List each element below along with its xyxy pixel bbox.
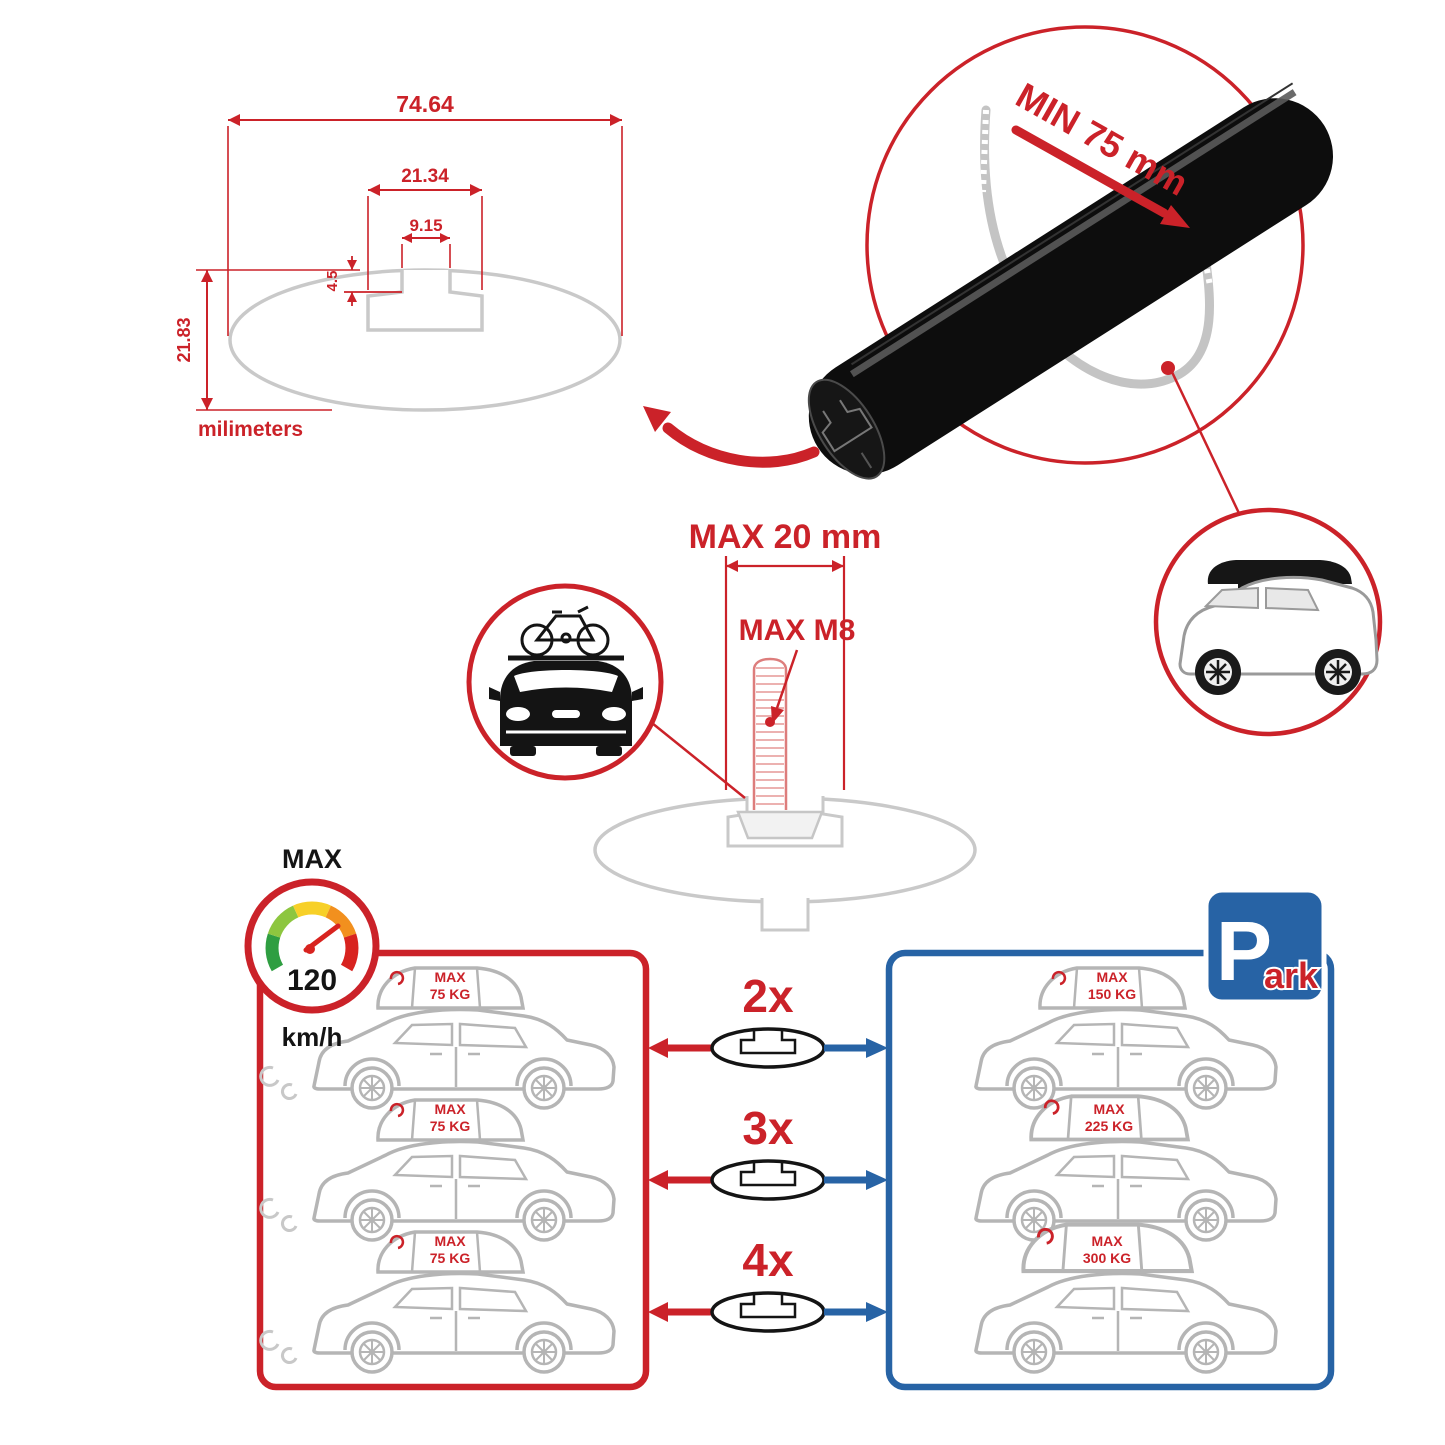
max-thread-arrow	[765, 649, 799, 727]
max-thread-label: MAX M8	[739, 614, 856, 647]
dim-units-label: milimeters	[198, 418, 303, 441]
dim-channel-width-label: 21.34	[401, 166, 449, 187]
parking-panel: MAX 150 KG MAX 225 KG MAX 300 KG P ark	[885, 887, 1335, 1391]
arrow-left-icon	[648, 1170, 668, 1190]
cargo-max-label: MAX	[1093, 1101, 1125, 1117]
cargo-max-label: MAX	[434, 1233, 466, 1249]
dim-total-height-label: 21.83	[174, 317, 194, 362]
arrow-right-icon	[866, 1170, 888, 1190]
parking-sign-suffix: ark	[1264, 955, 1319, 996]
arrow-left-icon	[648, 1302, 668, 1322]
dim-slot-depth-label: 4.5	[324, 271, 341, 292]
cargo-max-label: MAX	[434, 969, 466, 985]
zoom-circle	[865, 25, 1305, 465]
dimension-diagram: 74.64 21.34 9.15 4.5 21.83 milimeters	[174, 91, 623, 441]
dim-total-width-label: 74.64	[396, 91, 454, 117]
cargo-max-label: MAX	[1096, 969, 1128, 985]
callout-dot	[1161, 361, 1175, 375]
quantity-label: 4x	[742, 1234, 794, 1286]
speed-max-label: MAX	[282, 844, 342, 874]
bolt-detail-diagram: MAX 20 mm MAX M8	[466, 518, 977, 932]
cargo-weight-label: 300 KG	[1083, 1250, 1131, 1266]
cargo-weight-label: 225 KG	[1085, 1118, 1133, 1134]
crossbar-product	[807, 82, 1334, 480]
cargo-max-label: MAX	[434, 1101, 466, 1117]
cargo-max-label: MAX	[1091, 1233, 1123, 1249]
callout-line	[1170, 371, 1248, 529]
parking-sign: P ark	[1203, 887, 1327, 1005]
quantity-label: 2x	[742, 970, 794, 1022]
driving-panel: MAX 75 KG MAX 75 KG MAX 75 KG MAX 120 km…	[244, 844, 650, 1391]
suv-wheel	[1315, 649, 1361, 695]
min-clearance-arrow	[1011, 125, 1190, 228]
cargo-weight-label: 150 KG	[1088, 986, 1136, 1002]
crossbar-end-cap	[807, 378, 886, 480]
bike-icon	[520, 605, 610, 657]
profile-stub	[760, 898, 810, 932]
crossbar-profile-icon	[710, 1291, 826, 1333]
speedometer-badge: MAX 120 km/h	[244, 844, 380, 1052]
car-front-icon	[489, 661, 643, 756]
cargo-weight-label: 75 KG	[430, 986, 471, 1002]
cargo-weight-label: 75 KG	[430, 1118, 471, 1134]
leader-line	[651, 722, 746, 799]
quantity-options: 2x 3x 4x	[648, 970, 888, 1333]
bike-car-circle	[466, 583, 746, 799]
max-width-dimension	[724, 556, 846, 790]
dim-slot-width-label: 9.15	[409, 216, 442, 235]
max-width-label: MAX 20 mm	[689, 518, 882, 556]
parking-sign-letter: P	[1216, 904, 1272, 998]
arrow-left-icon	[648, 1038, 668, 1058]
speed-value: 120	[287, 964, 337, 997]
arrow-right-icon	[866, 1038, 888, 1058]
quantity-label: 3x	[742, 1102, 794, 1154]
crossbar-profile-icon	[710, 1159, 826, 1201]
cargo-weight-label: 75 KG	[430, 1250, 471, 1266]
threaded-bolt-icon	[752, 657, 788, 810]
speed-units-label: km/h	[282, 1022, 343, 1052]
arrow-right-icon	[866, 1302, 888, 1322]
t-nut-head	[736, 810, 824, 840]
points-to-diagram-arrow	[643, 406, 820, 468]
crossbar-profile-icon	[710, 1027, 826, 1069]
thread-hatch	[980, 109, 989, 193]
dimension-lines	[196, 114, 623, 411]
suv-wheel	[1195, 649, 1241, 695]
crossbar-detail-callout: MIN 75 mm	[643, 25, 1334, 529]
suv-roofbox-circle	[1153, 507, 1383, 737]
